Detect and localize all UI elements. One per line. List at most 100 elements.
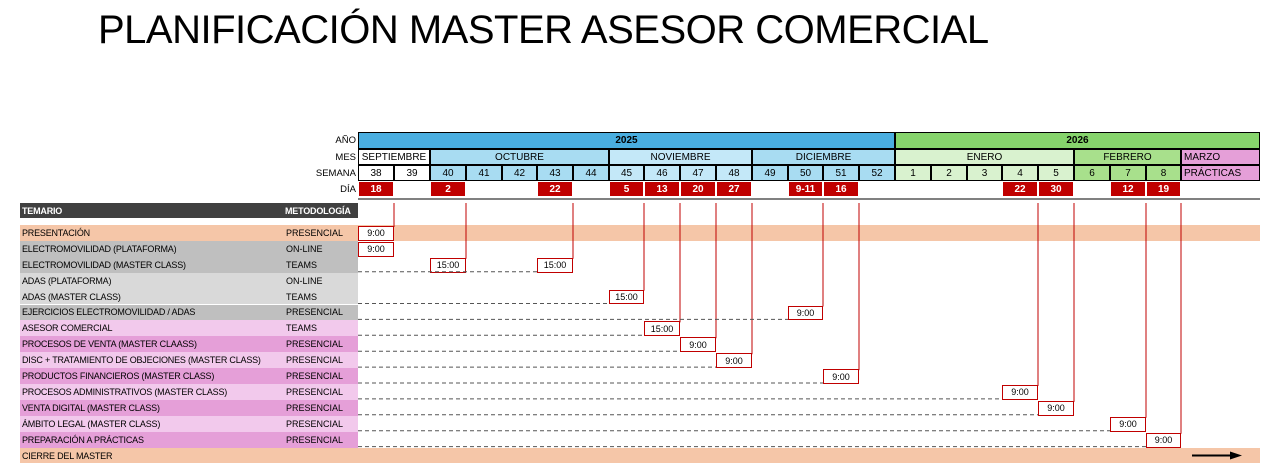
time-box: 15:00 <box>537 257 573 273</box>
time-box: 9:00 <box>680 337 716 353</box>
table-row <box>20 352 358 369</box>
row-metodologia: PRESENCIAL <box>286 339 344 350</box>
day-cell: 12 <box>1110 181 1146 197</box>
table-row <box>20 447 1260 464</box>
day-cell: 22 <box>1002 181 1038 197</box>
day-cell: 19 <box>1146 181 1181 197</box>
table-header <box>20 203 358 218</box>
week-cell: 6 <box>1074 165 1110 181</box>
table-row <box>20 415 358 432</box>
week-cell: 52 <box>859 165 895 181</box>
week-cell: 41 <box>466 165 502 181</box>
day-cell: 30 <box>1038 181 1074 197</box>
row-metodologia: PRESENCIAL <box>286 227 344 238</box>
month-cell: FEBRERO <box>1074 149 1181 165</box>
week-cell: 40 <box>430 165 466 181</box>
week-cell: 47 <box>680 165 716 181</box>
week-cell: 45 <box>609 165 644 181</box>
time-box: 9:00 <box>358 241 394 257</box>
table-row <box>20 256 358 273</box>
day-cell <box>1074 181 1110 197</box>
day-cell: 27 <box>716 181 752 197</box>
week-label: SEMANA <box>315 167 356 179</box>
day-cell <box>752 181 788 197</box>
day-cell <box>394 181 430 197</box>
row-temario: ÁMBITO LEGAL (MASTER CLASS) <box>22 418 161 429</box>
table-row <box>20 240 358 257</box>
month-cell: MARZO <box>1181 149 1260 165</box>
time-box: 15:00 <box>430 257 466 273</box>
time-box: 9:00 <box>823 369 859 384</box>
row-temario: ASESOR COMERCIAL <box>22 323 113 334</box>
week-cell: 38 <box>358 165 394 181</box>
day-cell <box>931 181 967 197</box>
month-cell: DICIEMBRE <box>752 149 895 165</box>
table-row <box>20 336 358 353</box>
week-cell: 44 <box>573 165 609 181</box>
time-box: 15:00 <box>609 289 644 305</box>
week-cell: 8 <box>1146 165 1181 181</box>
table-row <box>20 320 358 337</box>
week-cell: 50 <box>788 165 823 181</box>
time-box: 9:00 <box>1146 432 1181 448</box>
day-label: DÍA <box>340 183 356 195</box>
row-metodologia: TEAMS <box>286 291 318 302</box>
week-cell: 43 <box>537 165 573 181</box>
row-temario: ELECTROMOVILIDAD (MASTER CLASS) <box>22 259 186 270</box>
month-cell: ENERO <box>895 149 1074 165</box>
day-cell: 5 <box>609 181 644 197</box>
week-cell: 51 <box>823 165 859 181</box>
row-temario: PRESENTACIÓN <box>22 227 90 238</box>
time-box: 9:00 <box>358 226 394 241</box>
year-label: AÑO <box>335 135 356 146</box>
year-cell: 2026 <box>895 132 1260 149</box>
week-cell: 5 <box>1038 165 1074 181</box>
week-cell: 46 <box>644 165 680 181</box>
row-metodologia: PRESENCIAL <box>286 307 344 318</box>
time-box: 9:00 <box>1038 400 1074 416</box>
page-title: PLANIFICACIÓN MASTER ASESOR COMERCIAL <box>98 8 989 52</box>
table-row <box>20 368 358 384</box>
table-row <box>20 225 1260 241</box>
row-temario: VENTA DIGITAL (MASTER CLASS) <box>22 402 160 413</box>
row-metodologia: PRESENCIAL <box>286 371 344 382</box>
row-metodologia: PRESENCIAL <box>286 386 344 397</box>
week-cell: 7 <box>1110 165 1146 181</box>
time-box: 9:00 <box>716 353 752 369</box>
temario-header: TEMARIO <box>22 205 63 216</box>
row-temario: ADAS (PLATAFORMA) <box>22 275 112 286</box>
table-row <box>20 288 358 305</box>
row-temario: EJERCICIOS ELECTROMOVILIDAD / ADAS <box>22 307 196 318</box>
table-row <box>20 384 358 400</box>
day-cell <box>967 181 1002 197</box>
row-metodologia: PRESENCIAL <box>286 355 344 366</box>
day-cell: 13 <box>644 181 680 197</box>
day-cell: 2 <box>430 181 466 197</box>
row-metodologia: PRESENCIAL <box>286 402 344 413</box>
table-row <box>20 272 358 289</box>
row-temario: DISC + TRATAMIENTO DE OBJECIONES (MASTER… <box>22 355 261 366</box>
row-metodologia <box>286 448 358 464</box>
day-cell: 20 <box>680 181 716 197</box>
row-metodologia: ON-LINE <box>286 243 323 254</box>
table-row <box>20 399 358 416</box>
week-cell: 39 <box>394 165 430 181</box>
day-cell <box>502 181 537 197</box>
day-cell <box>859 181 895 197</box>
row-temario: PRODUCTOS FINANCIEROS (MASTER CLASS) <box>22 371 215 382</box>
row-metodologia: TEAMS <box>286 259 318 270</box>
day-cell <box>573 181 609 197</box>
day-cell <box>466 181 502 197</box>
row-temario: PROCESOS DE VENTA (MASTER CLAASS) <box>22 339 197 350</box>
month-label: MES <box>335 151 356 163</box>
row-metodologia: TEAMS <box>286 323 318 334</box>
practicas-cell: PRÁCTICAS <box>1181 165 1260 181</box>
row-metodologia: PRESENCIAL <box>286 434 344 445</box>
day-cell <box>895 181 931 197</box>
row-metodologia: ON-LINE <box>286 275 323 286</box>
row-temario: PROCESOS ADMINISTRATIVOS (MASTER CLASS) <box>22 386 228 397</box>
row-temario: PREPARACIÓN A PRÁCTICAS <box>22 434 144 445</box>
week-cell: 42 <box>502 165 537 181</box>
month-cell: NOVIEMBRE <box>609 149 752 165</box>
day-cell: 9-11 <box>788 181 823 197</box>
